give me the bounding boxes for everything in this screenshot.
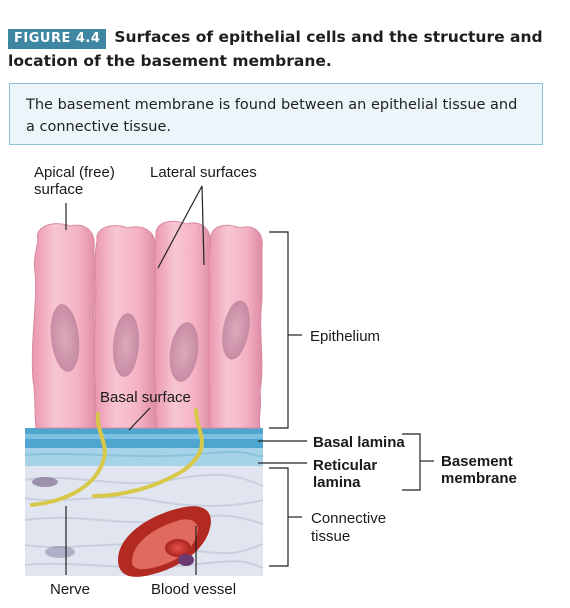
nucleus — [222, 300, 250, 360]
nucleus — [112, 313, 140, 377]
nerve-label: Nerve — [50, 581, 90, 598]
lateral-leader-line — [201, 185, 205, 266]
basement-membrane-label: Basement — [441, 453, 513, 470]
epithelium-bracket — [269, 231, 289, 429]
red-blood-cell — [178, 554, 194, 566]
nucleus — [169, 322, 199, 382]
callout-box: The basement membrane is found between a… — [9, 83, 543, 145]
lateral-surfaces-label: Lateral surfaces — [150, 164, 257, 181]
figure-tag: FIGURE 4.4 — [8, 29, 107, 49]
nerve-fibers — [30, 408, 204, 507]
red-blood-cell — [165, 539, 191, 557]
blood-vessel-label: Blood vessel — [151, 581, 236, 598]
connective-tissue-label: Connective — [311, 510, 386, 527]
apical-surface-label-line2: surface — [34, 181, 83, 198]
basal-lamina-label: Basal lamina — [313, 434, 405, 451]
nucleus — [50, 304, 80, 372]
connective-cell — [32, 477, 58, 487]
basal-surface-leader-line — [128, 407, 151, 431]
figure-title: Surfaces of epithelial cells and the str… — [8, 28, 543, 70]
callout-text: The basement membrane is found between a… — [26, 97, 518, 135]
basal-surface-label: Basal surface — [100, 389, 191, 406]
basement-membrane-label-line2: membrane — [441, 470, 517, 487]
epithelial-cell — [31, 223, 98, 429]
apical-surface-label: Apical (free) — [34, 164, 115, 181]
reticular-lamina-label: Reticular — [313, 457, 377, 474]
epithelial-cell — [207, 224, 263, 429]
reticular-lamina-label-line2: lamina — [313, 474, 361, 491]
epithelium-label: Epithelium — [310, 328, 380, 345]
blood-vessel — [118, 506, 211, 577]
connective-cell — [45, 546, 75, 558]
epithelial-cell — [93, 225, 158, 429]
basement-membrane-bracket — [402, 433, 421, 491]
connective-bracket — [269, 467, 289, 567]
basal-lamina-highlight — [25, 434, 263, 439]
lateral-leader-line — [157, 185, 203, 269]
connective-tissue-label-line2: tissue — [311, 528, 350, 545]
